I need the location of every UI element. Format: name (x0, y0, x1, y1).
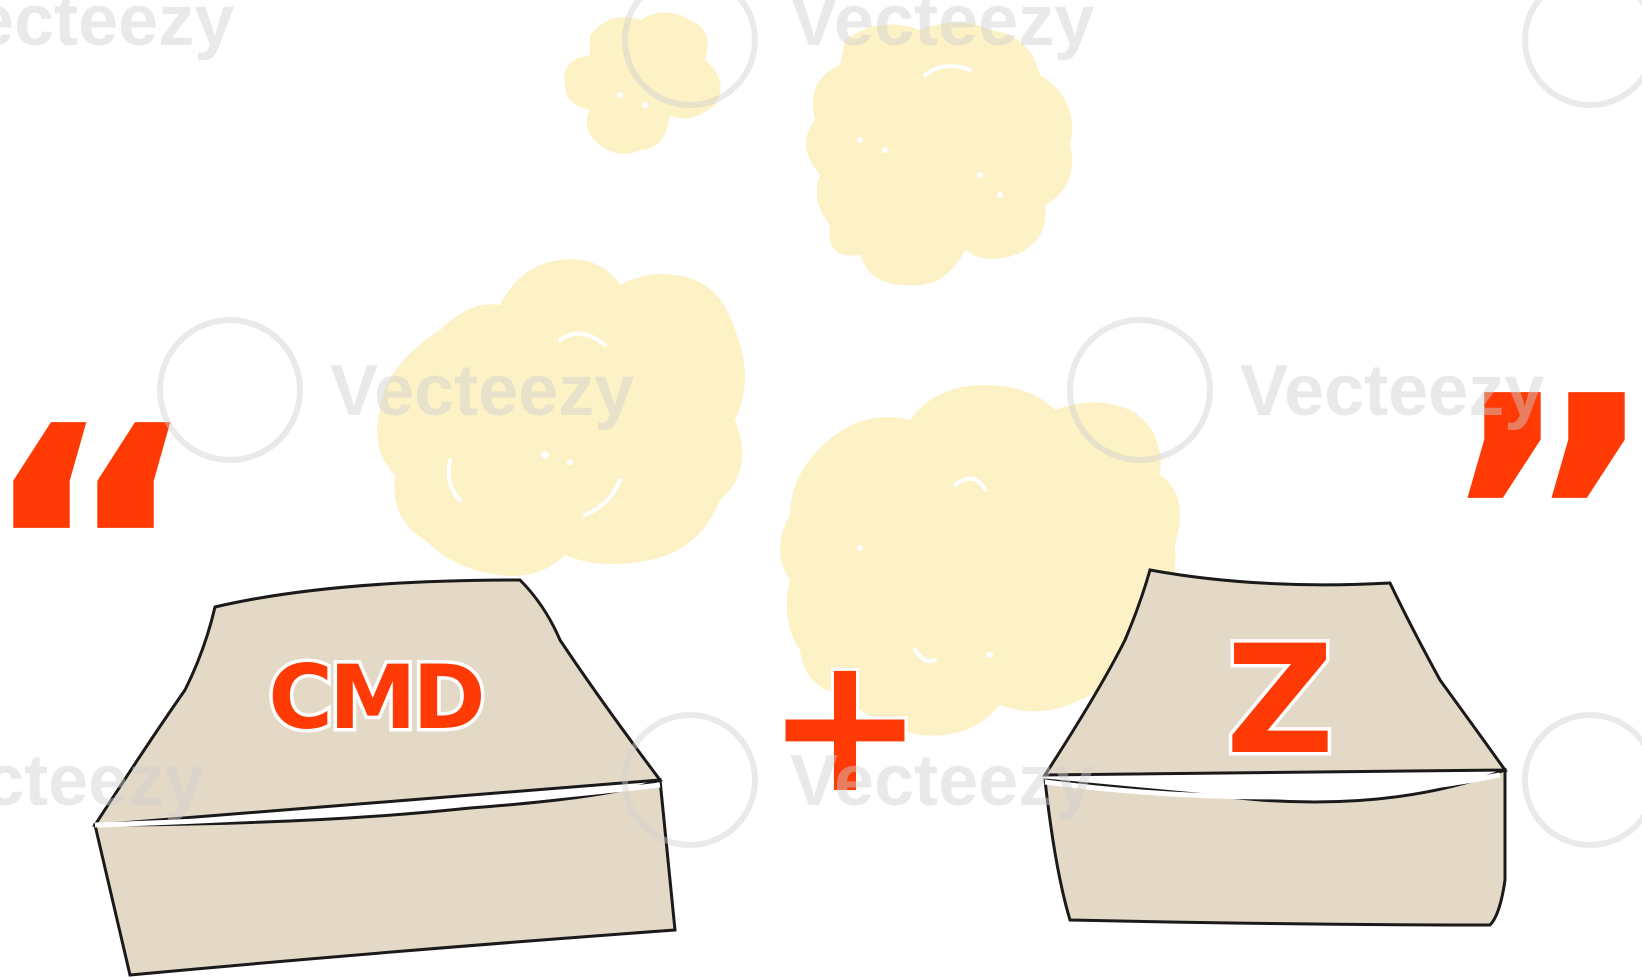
open-quote-mark: “ (0, 355, 202, 751)
z-key-top (1042, 568, 1508, 777)
smoke-cloud-small (564, 12, 721, 154)
close-quote-mark: ” (1436, 325, 1642, 721)
z-key: Z (1042, 568, 1508, 927)
smoke-dots (541, 92, 1003, 658)
smoke-cloud-middle-left (377, 259, 745, 576)
watermark-text: Vecteezy (0, 741, 204, 821)
watermark-text: Vecteezy (0, 0, 234, 61)
watermark-text: Vecteezy (790, 741, 1094, 821)
z-key-front (1043, 767, 1507, 927)
cmd-key: CMD (92, 578, 677, 977)
z-key-label: Z (1226, 614, 1335, 788)
cmd-key-label: CMD (268, 646, 481, 749)
watermark-text: Vecteezy (790, 0, 1094, 61)
plus-sign: + (765, 614, 924, 835)
smoke-clouds (377, 12, 1180, 736)
watermark-layer: Vecteezy Vecteezy Vecteezy Vecteezy Vect… (0, 0, 1642, 848)
smoke-highlights (446, 64, 987, 664)
watermark-logo-icon (157, 0, 1642, 848)
watermark-text: Vecteezy (330, 351, 634, 431)
smoke-cloud-top-right (806, 22, 1073, 286)
watermark-text: Vecteezy (1240, 351, 1544, 431)
cmd-key-top (92, 578, 663, 827)
smoke-cloud-middle-right (780, 385, 1180, 736)
